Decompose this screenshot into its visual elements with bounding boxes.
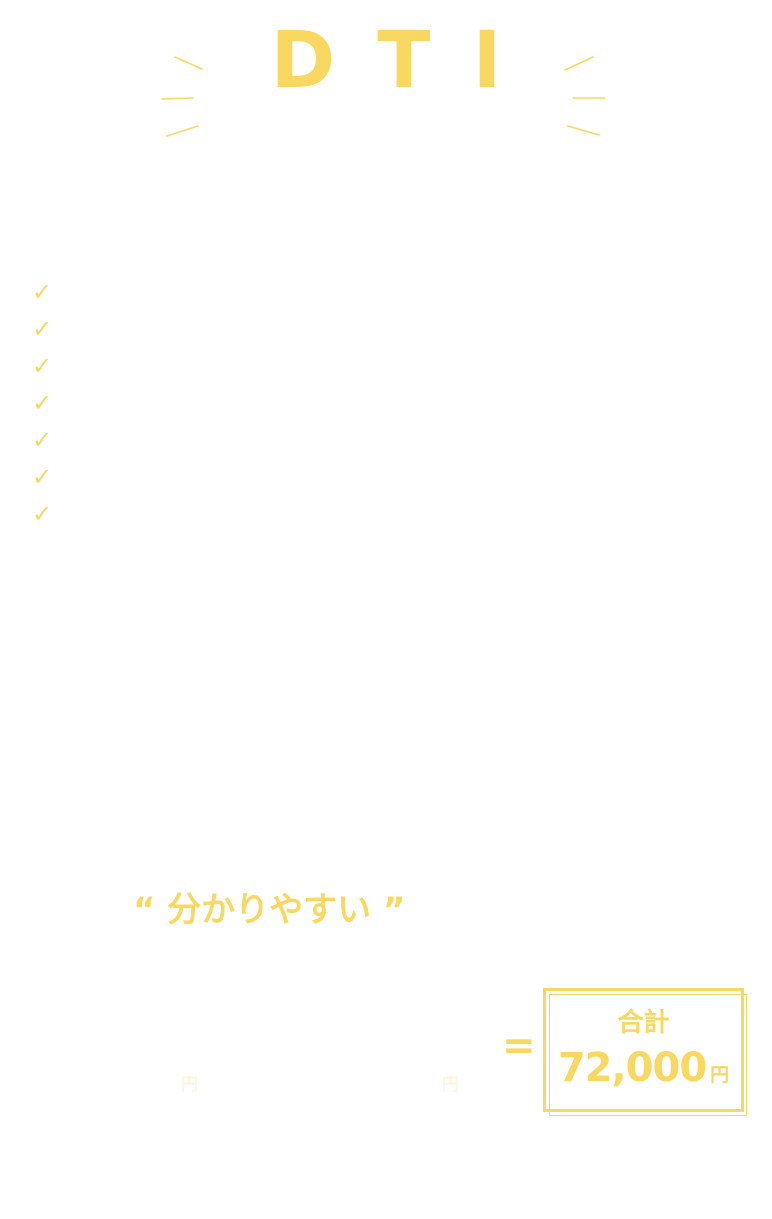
ray-left-top xyxy=(174,56,203,70)
check-icon: ✓ xyxy=(32,278,53,306)
logo: DTI xyxy=(270,16,544,106)
ray-right-top xyxy=(564,56,594,71)
checklist-item: ✓ xyxy=(32,385,58,422)
ray-left-bottom xyxy=(166,125,199,137)
total-box-shadow xyxy=(549,994,747,1116)
check-icon: ✓ xyxy=(32,463,53,491)
checklist-item: ✓ xyxy=(32,348,58,385)
check-icon: ✓ xyxy=(32,352,53,380)
checklist-item: ✓ xyxy=(32,459,58,496)
check-icon: ✓ xyxy=(32,315,53,343)
logo-rays xyxy=(161,56,606,137)
checklist-item: ✓ xyxy=(32,274,58,311)
total-unit: 円 xyxy=(710,1063,730,1086)
checklist-item: ✓ xyxy=(32,422,58,459)
checklist-item: ✓ xyxy=(32,311,58,348)
check-icon: ✓ xyxy=(32,500,53,528)
checklist: ✓ ✓ ✓ ✓ ✓ ✓ ✓ xyxy=(32,274,58,533)
price-unit-1: 円 xyxy=(181,1075,198,1095)
ray-left-mid xyxy=(161,97,194,100)
check-icon: ✓ xyxy=(32,426,53,454)
checklist-item: ✓ xyxy=(32,496,58,533)
price-unit-2: 円 xyxy=(442,1075,459,1095)
equals-sign: = xyxy=(502,1023,536,1069)
total-value: 72,000 xyxy=(557,1044,707,1091)
total-label: 合計 xyxy=(617,1008,670,1038)
check-icon: ✓ xyxy=(32,389,53,417)
ray-right-bottom xyxy=(567,125,600,136)
tagline: “ 分かりやすい ” xyxy=(133,890,406,930)
ray-lines xyxy=(161,56,606,137)
